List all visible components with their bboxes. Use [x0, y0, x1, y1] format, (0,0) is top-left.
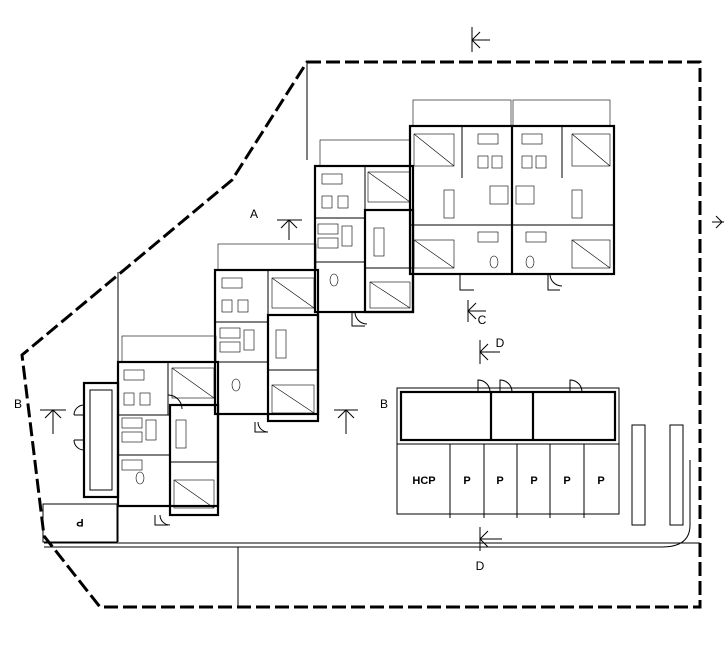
parking-bay-hcp: HCP: [412, 475, 435, 487]
cycle-stands: [631, 424, 684, 526]
section-label-b-parking: B: [380, 397, 388, 411]
section-arrow-a: [277, 219, 302, 240]
parking-bay: P: [496, 475, 503, 487]
section-arrow-d-bottom: [479, 527, 502, 551]
parking-bay: P: [563, 475, 570, 487]
section-arrow-d-top: [479, 340, 500, 364]
site-boundary: [20, 60, 702, 609]
section-arrow-c: [467, 300, 486, 322]
parking-detached: P: [42, 503, 118, 543]
parking-detached-label: P: [76, 516, 83, 528]
section-arrow-right: [712, 215, 724, 229]
parking-bay: P: [463, 475, 470, 487]
section-arrow-top: [471, 27, 490, 52]
site-paths: [44, 62, 700, 607]
building-block-3: [313, 139, 415, 327]
section-label-d-top: D: [496, 336, 505, 350]
section-label-b-left: B: [14, 397, 22, 411]
parking-bay: P: [530, 475, 537, 487]
section-arrows: [40, 27, 724, 551]
building-block-1: [116, 335, 220, 526]
building-block-4: [408, 99, 616, 291]
store-block: [396, 379, 620, 445]
section-label-a: A: [250, 207, 258, 221]
bike-store: [73, 381, 120, 499]
section-label-d-bottom: D: [476, 559, 485, 573]
section-arrow-b-mid: [334, 409, 358, 434]
building-block-2: [213, 243, 320, 433]
section-arrow-b-left: [40, 409, 66, 434]
parking-bay: P: [597, 475, 604, 487]
section-label-c: C: [478, 313, 487, 327]
parking-bays: HCP P P P P P: [396, 443, 620, 518]
